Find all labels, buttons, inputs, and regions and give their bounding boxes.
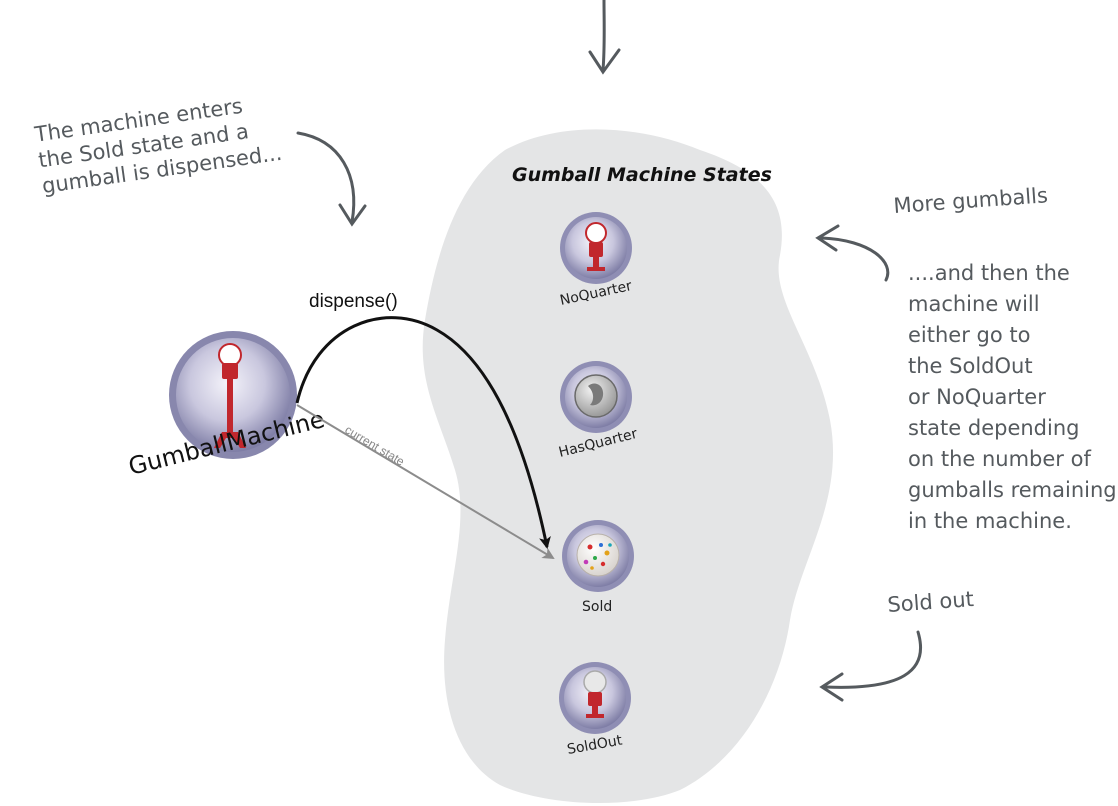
note-right-line: ....and then the xyxy=(908,261,1070,285)
note-more-arrow xyxy=(815,224,890,282)
note-sold-state: The machine enters the Sold state and a … xyxy=(32,94,283,198)
note-right-line: in the machine. xyxy=(908,509,1072,533)
states-blob xyxy=(422,129,834,804)
current-state-arrow xyxy=(296,404,555,560)
gumball-machine-icon xyxy=(585,222,607,271)
note-right-line: the SoldOut xyxy=(908,354,1033,378)
state-sold-label: Sold xyxy=(582,599,612,615)
top-arrow xyxy=(588,0,621,75)
note-sold-out: Sold out xyxy=(887,587,975,617)
note-right-line: gumballs remaining xyxy=(908,478,1117,502)
diagram-title: Gumball Machine States xyxy=(512,164,772,186)
quarter-coin-icon xyxy=(574,374,618,418)
note-right-line: on the number of xyxy=(908,447,1091,471)
gumball-machine-stand-icon xyxy=(214,343,246,448)
gumball-machine-object: GumballMachine xyxy=(126,331,327,481)
note-right-line: state depending xyxy=(908,416,1080,440)
current-state-label: current state xyxy=(342,423,407,469)
note-right: ....and then the machine will either go … xyxy=(908,261,1117,533)
state-soldout: SoldOut xyxy=(559,662,631,758)
note-right-line: machine will xyxy=(908,292,1040,316)
state-sold: Sold xyxy=(562,520,634,615)
dispense-label: dispense() xyxy=(309,291,398,312)
note-soldout-arrow xyxy=(819,630,923,702)
state-noquarter: NoQuarter xyxy=(559,212,634,309)
note-left-arrow xyxy=(296,131,367,227)
note-more-gumballs: More gumballs xyxy=(893,183,1049,218)
gumball-icon xyxy=(576,533,620,577)
empty-gumball-machine-icon xyxy=(583,670,607,718)
note-right-line: or NoQuarter xyxy=(908,385,1046,409)
dispense-arrow xyxy=(295,316,551,549)
note-right-line: either go to xyxy=(908,323,1030,347)
